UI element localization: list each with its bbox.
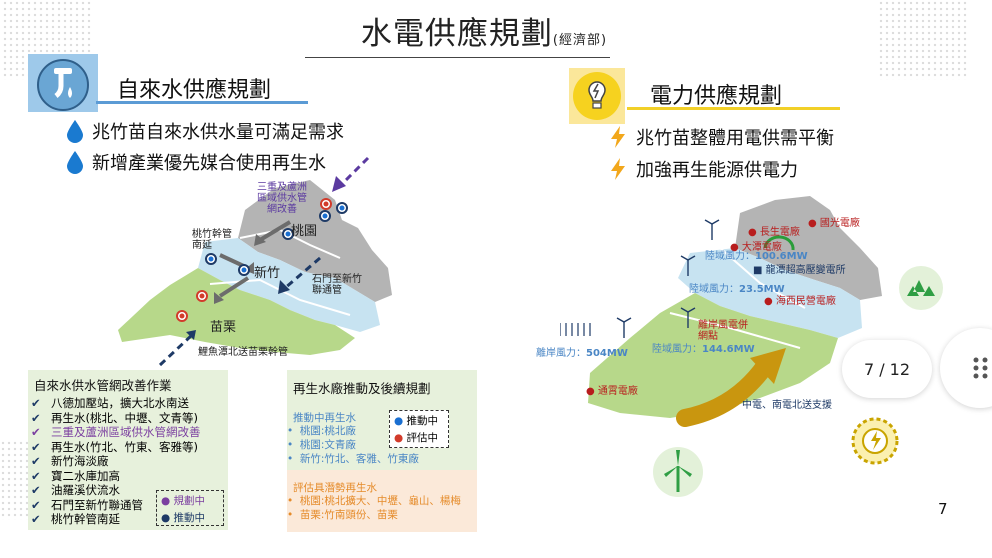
power-header-rule xyxy=(627,107,840,110)
legend-item: ● 推動中 xyxy=(161,512,205,524)
map-label-sanchong: 三重及蘆洲 區域供水管 網改善 xyxy=(257,182,307,215)
recycle-title: 再生水廠推動及後續規劃 xyxy=(293,381,431,396)
recycle-group1-list: • 桃園:桃北廠 • 桃園:文青廠 • 新竹:竹北、客雅、竹東廠 xyxy=(287,424,419,466)
list-item: ✔新竹海淡廠 xyxy=(31,454,109,468)
water-header: 自來水供應規劃 xyxy=(117,78,272,103)
more-options-button[interactable] xyxy=(940,328,992,408)
recycle-group2-list: • 桃園:桃北擴大、中壢、龜山、楊梅 • 苗栗:竹南頭份、苗栗 xyxy=(287,494,461,522)
power-bullet: 加強再生能源供電力 xyxy=(608,156,798,182)
title-divider xyxy=(305,57,610,58)
power-map xyxy=(560,196,882,427)
map-label-guoguang: ● 國光電廠 xyxy=(808,218,860,229)
list-item: ✔寶二水庫加高 xyxy=(31,468,120,483)
water-bullet: 新增產業優先媒合使用再生水 xyxy=(66,149,326,175)
list-item: ✔三重及蘆洲區域供水管網改善 xyxy=(31,425,201,439)
power-bullet: 兆竹苗整體用電供需平衡 xyxy=(608,124,834,150)
map-label-onshore3: 陸域風力：144.6MW xyxy=(652,344,755,355)
power-header: 電力供應規劃 xyxy=(650,84,783,109)
lightning-icon xyxy=(611,126,625,148)
map-label-support: 中電、南電北送支援 xyxy=(742,400,832,411)
decor-dots xyxy=(878,0,968,80)
map-label-hsinchu: 新竹 xyxy=(254,266,281,281)
page-indicator: 7 / 12 xyxy=(842,340,932,398)
map-label-grid: 離岸風電併 網點 xyxy=(698,320,748,342)
map-label-longtan: ■ 龍潭超高壓變電所 xyxy=(753,265,846,276)
map-label-onshore1: 陸域風力：100.6MW xyxy=(705,251,808,262)
more-dots-icon xyxy=(973,357,988,379)
list-item: ✔油羅溪伏流水 xyxy=(31,483,120,497)
list-item: ✔再生水(竹北、竹東、客雅等) xyxy=(31,439,198,454)
wind-turbine-icon xyxy=(648,446,708,502)
recycle-group2-title: 評估具潛勢再生水 xyxy=(293,482,377,494)
recycle-water-box: 再生水廠推動及後續規劃 推動中再生水 • 桃園:桃北廠 • 桃園:文青廠 • 新… xyxy=(287,370,477,532)
water-network-legend: ● 規劃中 ● 推動中 xyxy=(156,490,224,526)
map-label-liyu: 鯉魚潭北送苗栗幹管 xyxy=(198,347,288,358)
map-label-haixi: ● 海西民營電廠 xyxy=(764,296,836,307)
list-item: ✔石門至新竹聯通管 xyxy=(31,497,143,512)
map-label-taozhu: 桃竹幹管 南延 xyxy=(192,229,232,251)
map-label-tongxiao: ● 通霄電廠 xyxy=(586,386,638,397)
map-label-miaoli: 苗栗 xyxy=(210,320,237,335)
water-network-title: 自來水供水管網改善作業 xyxy=(34,378,172,393)
list-item: ✔再生水(桃北、中壢、文青等) xyxy=(31,410,198,425)
slide-page-number: 7 xyxy=(938,500,948,518)
lightbulb-icon xyxy=(569,68,625,124)
list-item: • 桃園:文青廠 xyxy=(287,439,356,451)
list-item: • 新竹:竹北、客雅、竹東廠 xyxy=(287,453,419,465)
list-item: • 桃園:桃北廠 xyxy=(287,425,356,437)
map-label-datan: ● 大潭電廠 xyxy=(730,242,782,253)
list-item: • 桃園:桃北擴大、中壢、龜山、楊梅 xyxy=(287,495,461,507)
legend-item: ● 規劃中 xyxy=(161,495,205,507)
page-title: 水電供應規劃(經濟部) xyxy=(360,16,608,52)
water-bullet: 兆竹苗自來水供水量可滿足需求 xyxy=(66,118,344,144)
water-header-rule xyxy=(96,101,308,104)
legend-item: ● 推動中 xyxy=(394,415,439,427)
map-label-taoyuan: 桃園 xyxy=(291,224,318,239)
recycle-icon xyxy=(893,264,949,316)
water-drop-icon xyxy=(67,120,83,143)
recycle-group1-title: 推動中再生水 xyxy=(293,412,356,424)
solar-icon xyxy=(846,412,904,474)
water-map xyxy=(118,156,392,367)
legend-item: ● 評估中 xyxy=(394,432,439,444)
water-network-box: 自來水供水管網改善作業 ✔八德加壓站，擴大北水南送 ✔再生水(桃北、中壢、文青等… xyxy=(28,370,228,530)
map-label-onshore2: 陸域風力：23.5MW xyxy=(689,284,785,295)
map-label-shimen: 石門至新竹 聯通管 xyxy=(312,274,362,296)
faucet-icon xyxy=(28,54,98,112)
list-item: ✔八德加壓站，擴大北水南送 xyxy=(31,396,189,410)
list-item: ✔桃竹幹管南延 xyxy=(31,512,120,526)
recycle-legend: ● 推動中 ● 評估中 xyxy=(389,410,449,448)
map-label-changsheng: ● 長生電廠 xyxy=(748,227,800,238)
map-label-offshore: 離岸風力：504MW xyxy=(536,348,628,359)
lightning-icon xyxy=(611,158,625,180)
slide: 水電供應規劃(經濟部) 自來水供應規劃 兆竹苗自來水供水量可滿足需求 新增產業優… xyxy=(0,0,968,532)
list-item: • 苗栗:竹南頭份、苗栗 xyxy=(287,509,398,521)
water-network-list: ✔八德加壓站，擴大北水南送 ✔再生水(桃北、中壢、文青等) ✔三重及蘆洲區域供水… xyxy=(31,396,201,527)
water-drop-icon xyxy=(67,151,83,174)
